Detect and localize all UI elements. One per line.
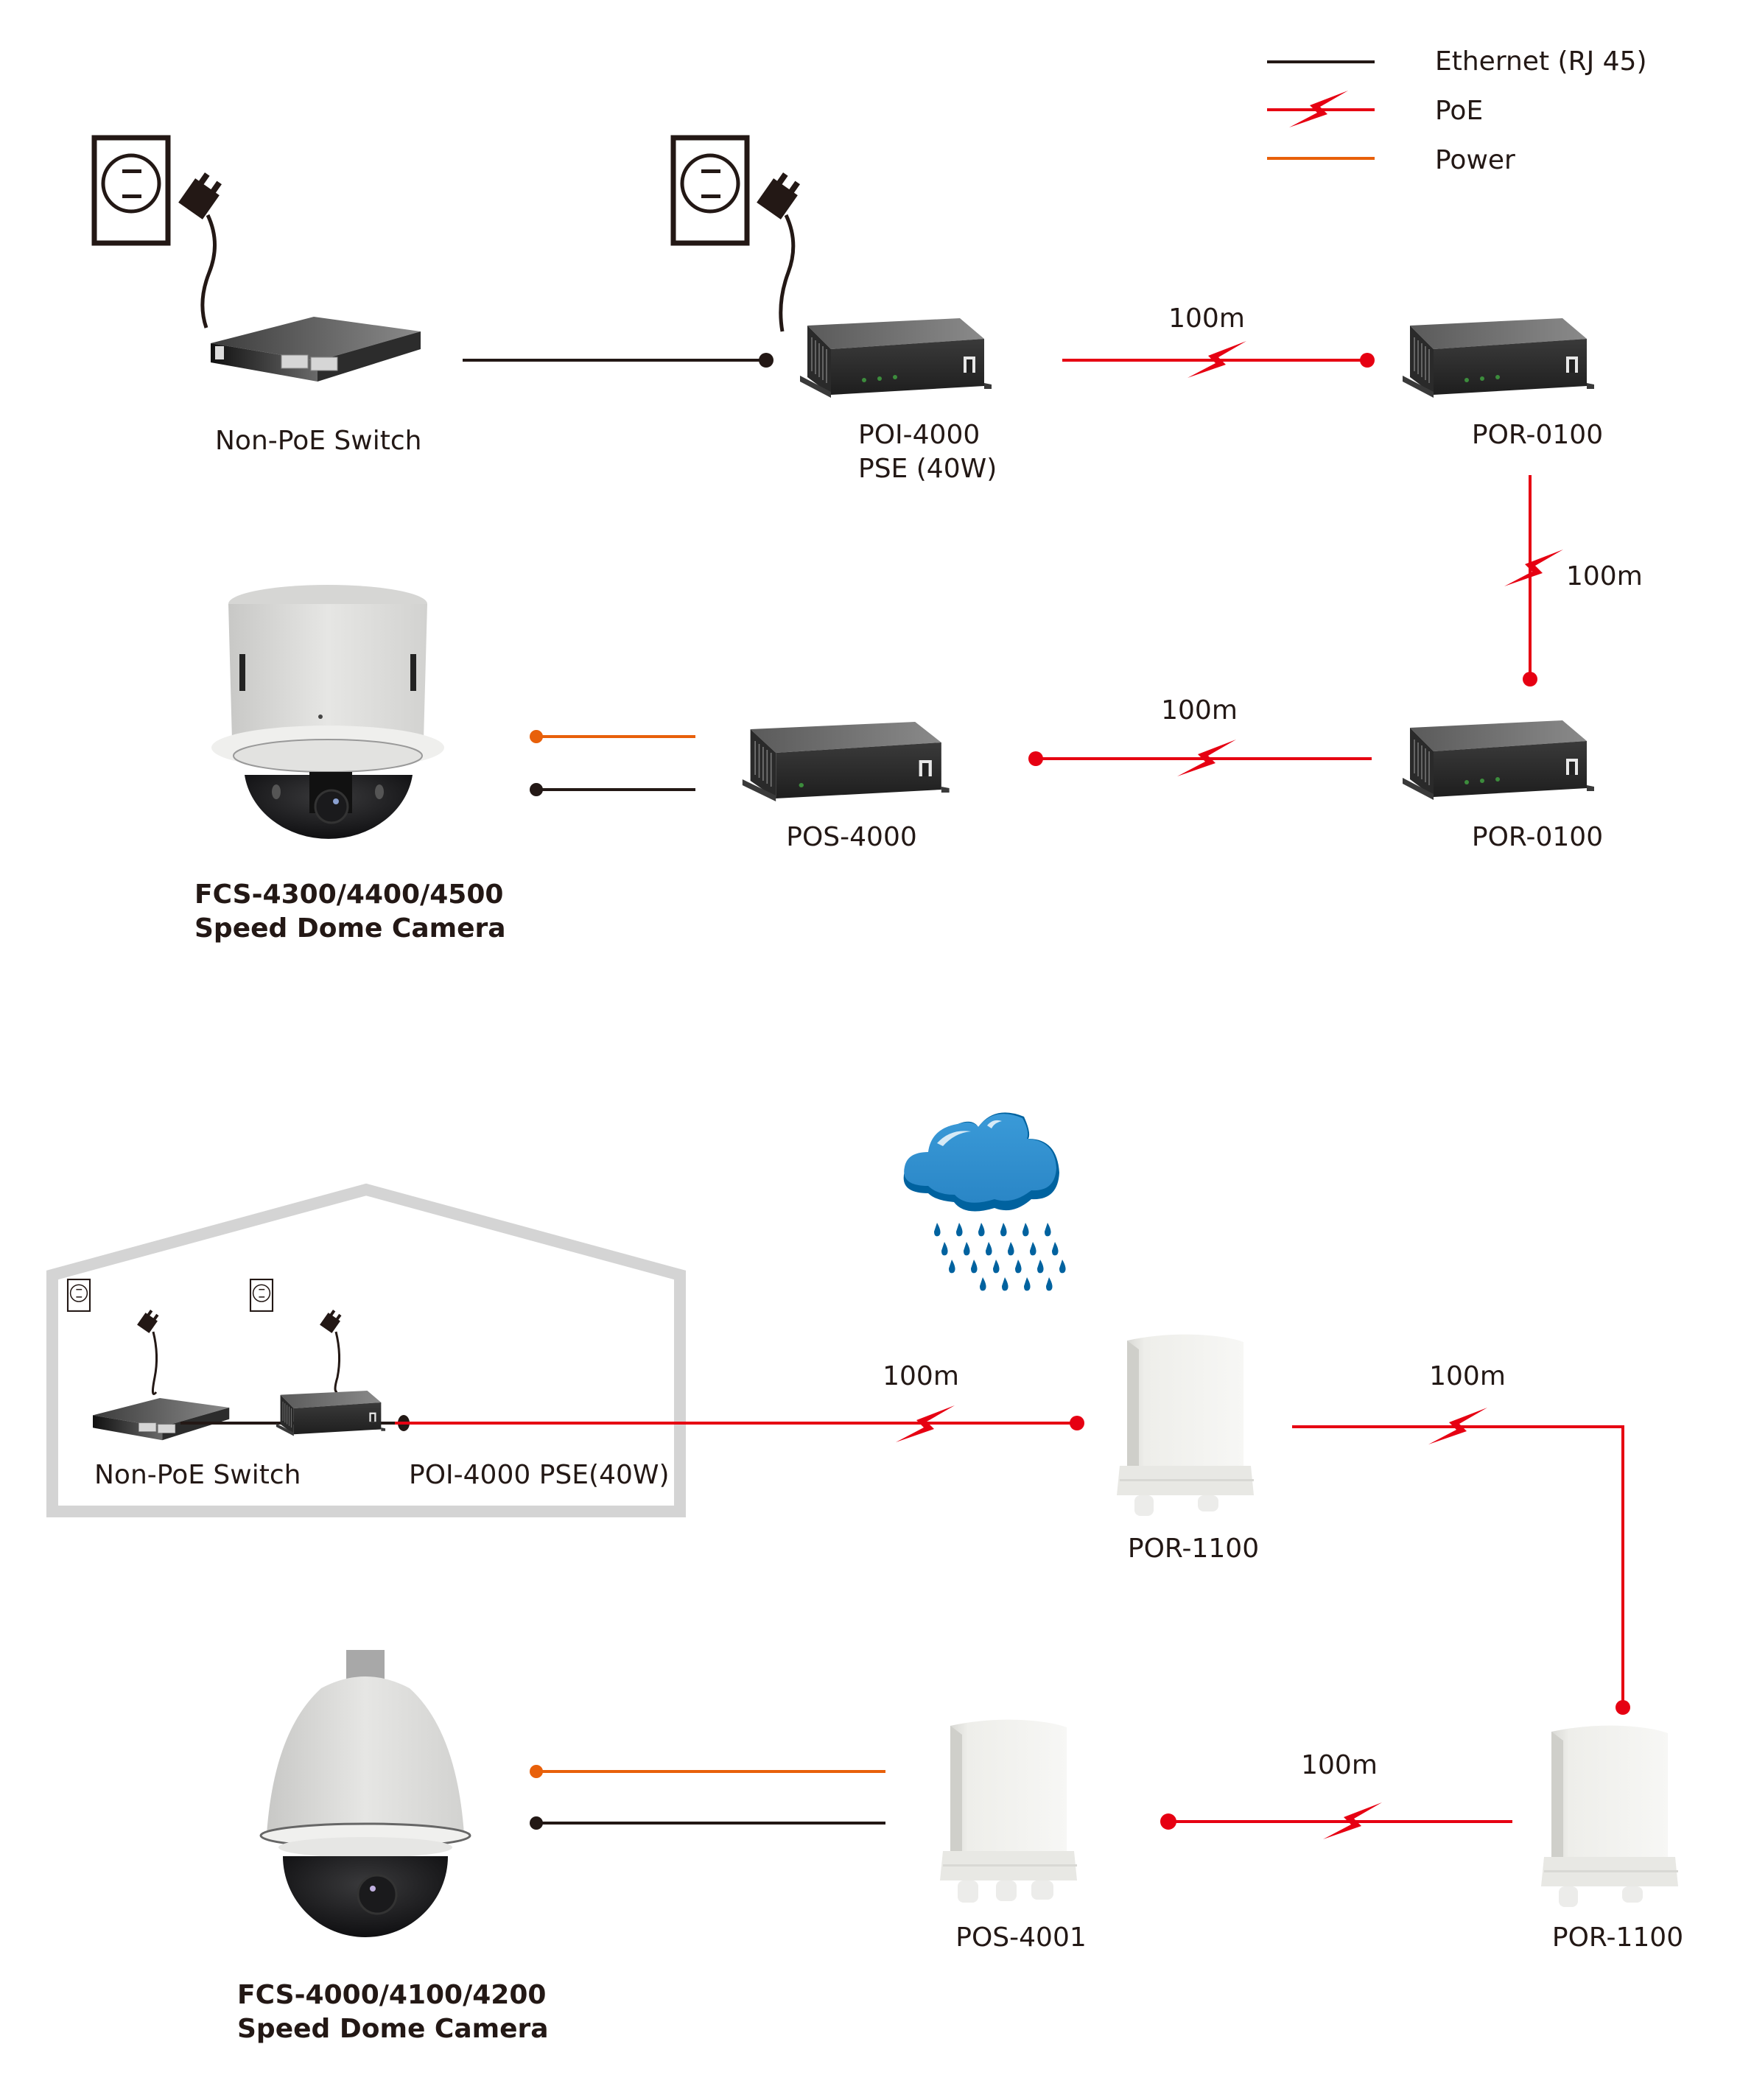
camera-model-label: FCS-4300/4400/4500 [194, 879, 504, 910]
splitter-label: POS-4000 [786, 822, 917, 852]
distance-label: 100m [1301, 1750, 1378, 1780]
camera-type-label: Speed Dome Camera [237, 2014, 549, 2044]
distance-label: 100m [1161, 695, 1238, 726]
connector-dot [1360, 353, 1375, 368]
power-outlet-icon [673, 138, 747, 243]
injector-label-rating: PSE (40W) [858, 454, 997, 484]
diagram-1 [94, 138, 1595, 839]
rain-cloud-icon [903, 1112, 1066, 1291]
power-plug-icon [757, 169, 804, 220]
pos-4001-outdoor-splitter-icon [940, 1719, 1077, 1903]
por-0100-repeater-icon [1402, 720, 1595, 801]
power-cord [779, 214, 796, 332]
switch-label: Non-PoE Switch [94, 1460, 301, 1490]
switch-device-icon [211, 317, 421, 382]
poi-4000-injector-icon [799, 317, 992, 398]
injector-label: POI-4000 PSE(40W) [409, 1460, 670, 1490]
legend-poe-swatch [1267, 91, 1375, 127]
camera-type-label: Speed Dome Camera [194, 913, 506, 944]
power-cord [151, 1331, 158, 1395]
connector-dot [1523, 672, 1537, 686]
repeater-label: POR-0100 [1471, 822, 1604, 852]
outdoor-speed-dome-camera-icon [259, 1650, 471, 1937]
connector-dot [1070, 1416, 1084, 1430]
connector-dot [759, 353, 773, 368]
power-plug-icon [178, 169, 225, 220]
poe-zap-icon [1504, 549, 1563, 586]
diagram-2 [46, 1112, 1678, 1937]
por-1100-outdoor-repeater-icon [1117, 1334, 1254, 1516]
ceiling-speed-dome-camera-icon [211, 585, 444, 839]
power-outlet-icon [94, 138, 168, 243]
camera-model-label: FCS-4000/4100/4200 [237, 1980, 547, 2010]
switch-label: Non-PoE Switch [215, 426, 422, 456]
power-cord [200, 214, 217, 329]
power-plug-icon [320, 1308, 343, 1333]
distance-label: 100m [1429, 1361, 1506, 1391]
poe-link [1292, 1425, 1624, 1707]
poi-4000-injector-icon [276, 1390, 386, 1436]
distance-label: 100m [1566, 561, 1643, 591]
switch-device-icon [93, 1398, 230, 1441]
power-plug-icon [137, 1308, 161, 1333]
power-outlet-icon [66, 1278, 91, 1312]
power-outlet-icon [249, 1278, 274, 1312]
distance-label: 100m [1168, 303, 1245, 334]
por-1100-outdoor-repeater-icon [1541, 1725, 1678, 1907]
repeater-label: POR-1100 [1127, 1534, 1260, 1564]
injector-label-model: POI-4000 [858, 420, 980, 450]
por-0100-repeater-icon [1402, 317, 1595, 398]
legend-label-poe: PoE [1435, 96, 1484, 126]
rain-drops [934, 1223, 1066, 1291]
repeater-label: POR-0100 [1471, 420, 1604, 450]
legend [1267, 60, 1375, 160]
building-outline [46, 1183, 686, 1517]
connector-dot [1616, 1700, 1630, 1715]
power-cord [334, 1331, 341, 1394]
distance-label: 100m [883, 1361, 959, 1391]
pos-4000-splitter-icon [742, 721, 950, 802]
repeater-label: POR-1100 [1551, 1922, 1684, 1953]
splitter-label: POS-4001 [955, 1922, 1087, 1953]
legend-label-ethernet: Ethernet (RJ 45) [1435, 46, 1647, 77]
legend-label-power: Power [1435, 145, 1515, 175]
